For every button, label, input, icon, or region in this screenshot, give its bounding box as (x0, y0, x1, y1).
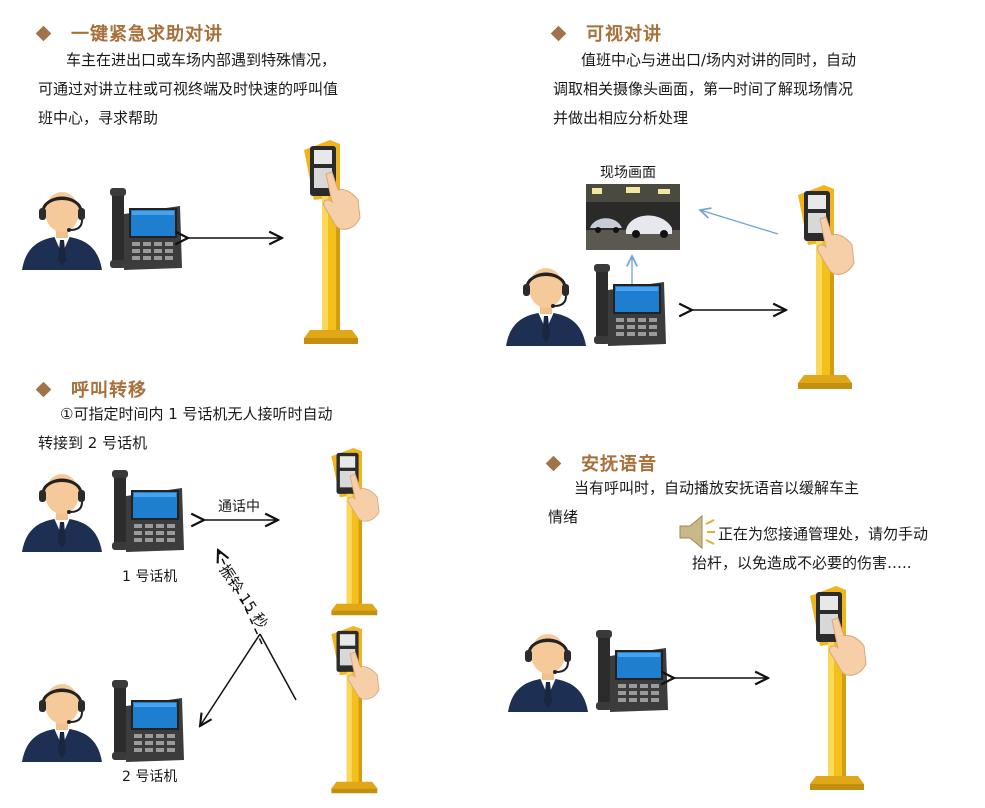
phone-2-label: 2 号话机 (122, 769, 178, 785)
transfer-arrows (190, 544, 297, 734)
scene-label: 现场画面 (600, 165, 656, 181)
camera-feed-arrow (694, 198, 779, 235)
two-way-arrow (684, 300, 794, 320)
operator-1-icon (20, 472, 104, 554)
intercom-pillar-2-icon (330, 625, 380, 794)
intercom-pillar-1-icon (330, 447, 380, 616)
soothing-message: 正在为您接通管理处，请勿手动 抬杆，以免造成不必要的伤害….. (692, 525, 929, 572)
in-call-label: 通话中 (218, 499, 260, 515)
phone-1-label: 1 号话机 (122, 569, 178, 585)
two-way-arrow (666, 668, 776, 688)
operator-icon (506, 632, 590, 714)
operator-icon (20, 190, 104, 272)
in-call-arrow (196, 510, 286, 530)
speaker-icon (679, 514, 715, 550)
section2-title: 可视对讲 (550, 20, 662, 46)
intercom-pillar-icon (797, 184, 855, 390)
diamond-bullet-icon (545, 455, 562, 471)
desk-phone-icon (109, 187, 183, 271)
section2-desc: 值班中心与进出口/场内对讲的同时，自动 调取相关摄像头画面，第一时间了解现场情况… (553, 51, 857, 127)
diamond-bullet-icon (35, 25, 52, 41)
intercom-pillar-icon (809, 585, 867, 791)
desk-phone-icon (595, 629, 669, 713)
camera-scene-image (586, 184, 680, 250)
section4-desc: 当有呼叫时，自动播放安抚语音以缓解车主 情绪 (548, 479, 860, 526)
section4-title: 安抚语音 (545, 450, 657, 476)
diamond-bullet-icon (35, 381, 52, 397)
section1-title: 一键紧急求助对讲 (35, 20, 223, 46)
upload-arrow (622, 250, 642, 284)
phone-1-icon (111, 469, 185, 553)
intercom-pillar-icon (303, 139, 361, 345)
section1-desc: 车主在进出口或车场内部遇到特殊情况， 可通过对讲立柱或可视终端及时快速的呼叫值 … (38, 51, 339, 127)
phone-2-icon (111, 679, 185, 763)
operator-2-icon (20, 682, 104, 764)
section3-title: 呼叫转移 (35, 376, 147, 402)
operator-icon (504, 266, 588, 348)
section3-desc: ①可指定时间内 1 号话机无人接听时自动 转接到 2 号话机 (38, 405, 333, 452)
diamond-bullet-icon (550, 25, 567, 41)
two-way-arrow (180, 228, 290, 248)
